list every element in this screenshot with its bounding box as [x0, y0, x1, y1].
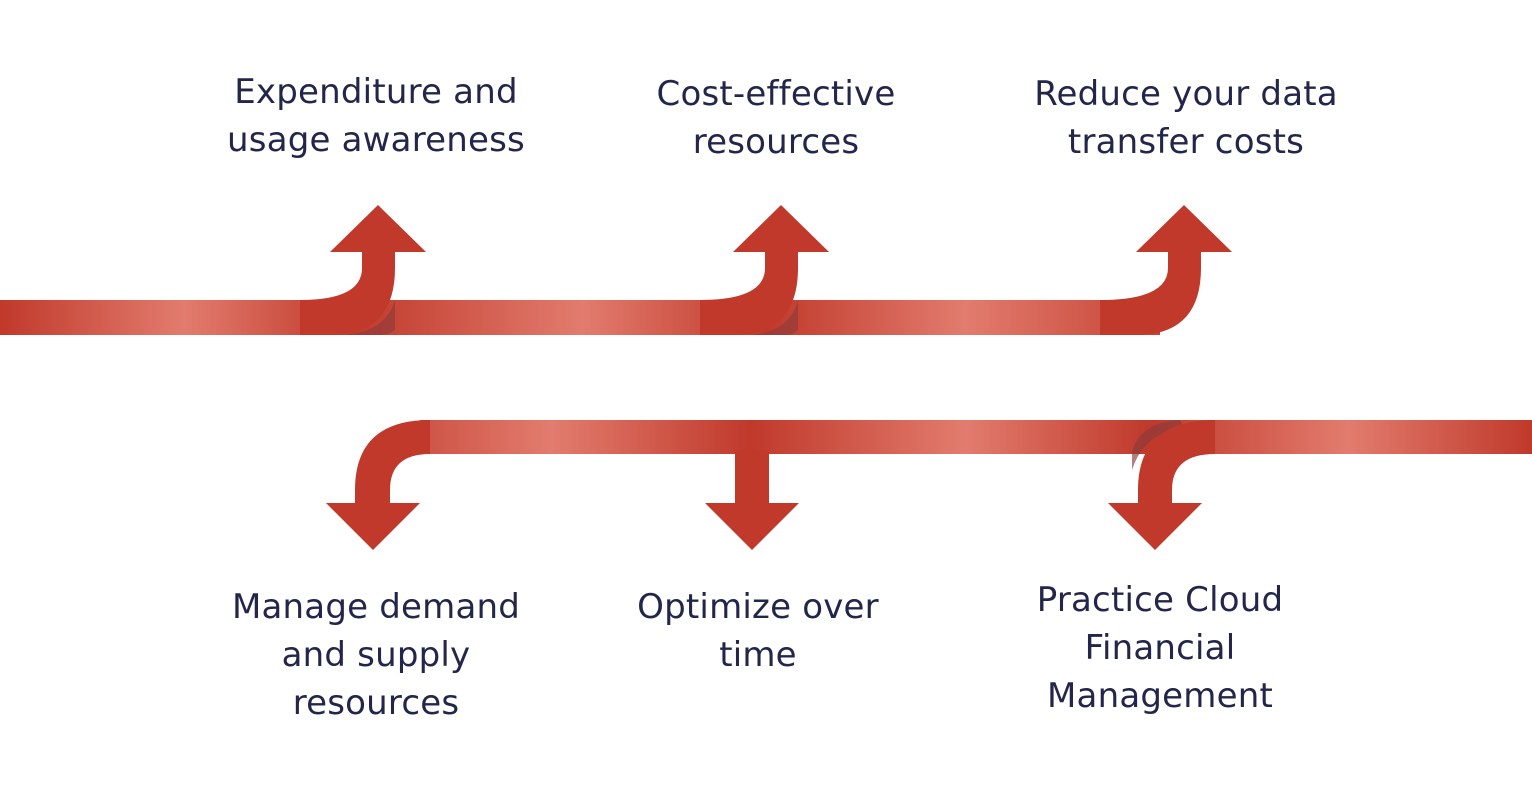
top-arrowhead-1 [330, 205, 426, 252]
top-band-body [0, 300, 1160, 335]
top-arrowhead-3 [1136, 205, 1232, 252]
bottom-arrowhead-3 [1108, 503, 1202, 550]
bottom-arrowhead-1 [326, 503, 420, 550]
label-line: resources [692, 122, 860, 162]
label-cost-effective-resources: Cost-effective resources [657, 70, 896, 166]
top-flow [0, 205, 1232, 335]
label-manage-demand-supply: Manage demand and supply resources [232, 583, 520, 727]
label-line: usage awareness [227, 120, 525, 160]
bottom-branch-3-shadow [1132, 420, 1185, 470]
bottom-arrowhead-2 [705, 503, 799, 550]
label-line: Cost-effective [656, 74, 896, 114]
bottom-flow [326, 420, 1532, 550]
label-line: resources [292, 683, 460, 723]
top-band [0, 250, 1200, 300]
top-arrowhead-2 [733, 205, 829, 252]
label-line: Management [1047, 676, 1273, 716]
bottom-branch-1 [355, 420, 430, 505]
label-line: transfer costs [1067, 122, 1305, 162]
bottom-branch-2 [735, 450, 769, 506]
label-optimize-over-time: Optimize over time [637, 583, 879, 679]
label-reduce-data-transfer: Reduce your data transfer costs [1034, 70, 1338, 166]
top-branch-1 [300, 248, 395, 335]
label-cloud-financial-management: Practice Cloud Financial Management [1037, 576, 1284, 720]
label-line: and supply [281, 635, 471, 675]
label-line: Practice Cloud [1036, 580, 1284, 620]
label-line: Manage demand [231, 587, 521, 627]
top-branch-1-shadow [345, 300, 395, 335]
bottom-branch-3 [1138, 420, 1215, 505]
label-line: Reduce your data [1034, 74, 1338, 114]
top-branch-2-shadow [750, 300, 798, 335]
label-line: Expenditure and [234, 72, 518, 112]
bottom-band-body [420, 420, 1532, 454]
label-line: Financial [1084, 628, 1236, 668]
label-line: time [719, 635, 797, 675]
label-line: Optimize over [637, 587, 879, 627]
label-expenditure-awareness: Expenditure and usage awareness [227, 68, 525, 164]
top-branch-3 [1100, 248, 1201, 335]
top-branch-2 [700, 248, 798, 335]
